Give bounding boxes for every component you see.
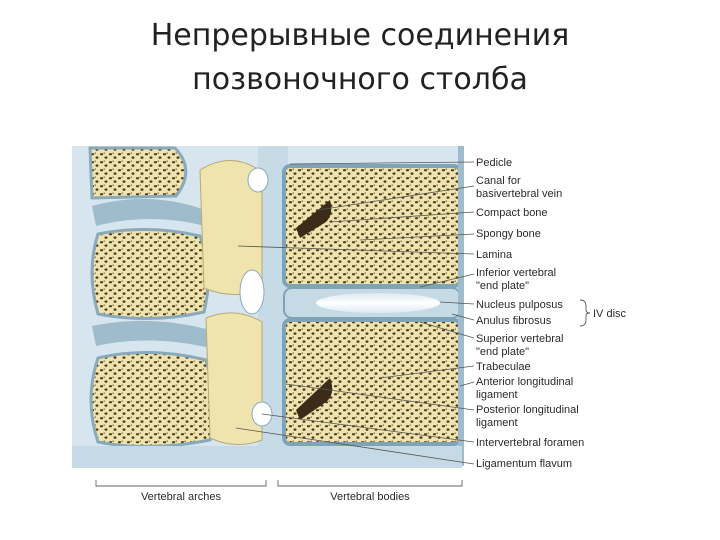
label-iv-disc: IV disc — [593, 308, 627, 320]
label-trabeculae: Trabeculae — [476, 361, 531, 373]
leader-flavum — [235, 427, 475, 465]
label-posterior-line2: ligament — [476, 417, 518, 429]
leader-compact — [329, 211, 475, 223]
intervertebral-foramen-middle — [239, 269, 265, 315]
label-compact-bone: Compact bone — [476, 207, 548, 219]
pedicle-column — [199, 160, 273, 445]
leader-posterior — [285, 383, 475, 411]
leader-anterior — [459, 381, 475, 387]
leader-anulus — [451, 313, 475, 321]
title-line-1: Непрерывные соединения — [150, 18, 570, 53]
vertebral-body-lower — [282, 318, 462, 446]
vertebral-arches — [88, 146, 215, 449]
leader-lines — [235, 161, 475, 465]
label-inferior-line1: Inferior vertebral — [476, 267, 556, 279]
label-spongy-bone: Spongy bone — [476, 228, 541, 240]
label-lamina: Lamina — [476, 249, 513, 261]
leader-lamina — [237, 245, 475, 255]
label-anterior-line2: ligament — [476, 389, 518, 401]
label-ligamentum-flavum: Ligamentum flavum — [476, 458, 572, 470]
leader-foramen — [261, 413, 475, 443]
leader-nucleus — [439, 301, 475, 305]
basivertebral-canal-lower — [296, 378, 333, 420]
vertebral-bodies — [282, 146, 464, 466]
label-canal-line2: basivertebral vein — [476, 188, 562, 200]
label-superior-line1: Superior vertebral — [476, 333, 563, 345]
leader-inferior — [419, 273, 475, 288]
label-superior-line2: "end plate" — [476, 346, 529, 358]
arches-bracket — [95, 480, 267, 487]
ligamentum-flavum-lower — [92, 320, 210, 348]
bodies-bracket — [277, 480, 463, 487]
pedicle-lower — [205, 312, 263, 445]
pedicle-upper — [199, 160, 263, 295]
arch-middle — [90, 227, 210, 321]
label-canal-line1: Canal for — [476, 175, 521, 187]
ligamentum-flavum-upper — [92, 198, 205, 226]
intervertebral-foramen-upper — [247, 167, 269, 193]
leader-spongy — [359, 233, 475, 241]
leader-trabeculae — [379, 365, 475, 379]
slide-title: Непрерывные соединения позвоночного стол… — [0, 14, 720, 102]
label-anulus-fibrosus: Anulus fibrosus — [476, 315, 552, 327]
label-pedicle: Pedicle — [476, 157, 512, 169]
arch-bottom — [89, 350, 215, 449]
leader-superior — [419, 321, 475, 339]
leader-canal — [317, 185, 475, 211]
iv-disc-bracket — [579, 299, 591, 327]
caption-vertebral-bodies: Vertebral bodies — [330, 491, 410, 503]
label-inferior-line2: "end plate" — [476, 280, 529, 292]
arch-top — [88, 146, 188, 200]
title-line-2: позвоночного столба — [192, 62, 528, 97]
label-posterior-line1: Posterior longitudinal — [476, 404, 579, 416]
bottom-ligament-strip — [72, 446, 462, 468]
leader-pedicle — [289, 161, 475, 165]
label-nucleus-pulposus: Nucleus pulposus — [476, 299, 563, 311]
anterior-longitudinal-ligament — [458, 146, 464, 466]
diagram-labels: Pedicle Canal for basivertebral vein Com… — [476, 157, 584, 470]
caption-vertebral-arches: Vertebral arches — [141, 491, 222, 503]
label-intervertebral-foramen: Intervertebral foramen — [476, 437, 584, 449]
nucleus-pulposus — [316, 293, 440, 313]
label-anterior-line1: Anterior longitudinal — [476, 376, 573, 388]
